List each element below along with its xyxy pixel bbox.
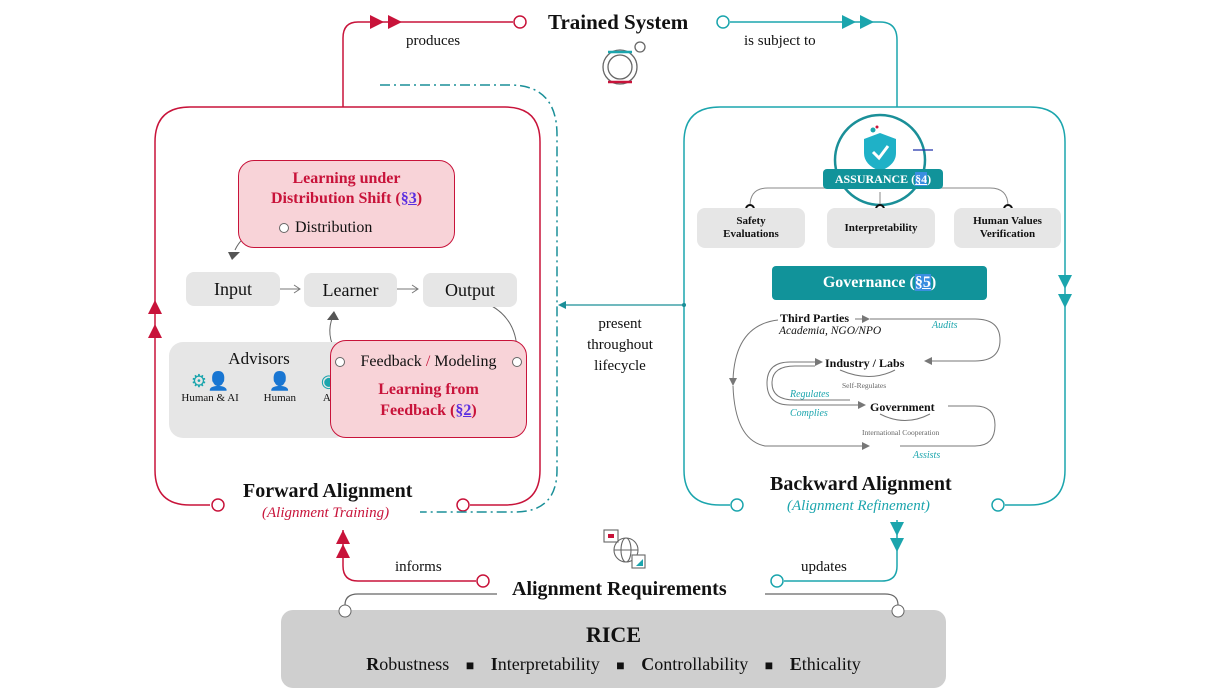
forward-up-arrow-2: [148, 324, 162, 338]
pipeline-learner: Learner: [304, 273, 397, 307]
gov-audits: Audits: [932, 320, 958, 331]
rice-controllability: Controllability: [641, 654, 749, 674]
section-4-link[interactable]: §4: [915, 172, 928, 186]
informs-label: informs: [395, 559, 442, 575]
assurance-item-safety-evaluations: Safety Evaluations: [697, 208, 805, 248]
distribution-shift-title-1: Learning under: [292, 170, 401, 187]
advisors-box: Advisors ⚙︎👤 Human & AI 👤 Human ◉ AI: [169, 342, 349, 438]
pipeline-input: Input: [186, 272, 280, 306]
distribution-shift-title-2: Distribution Shift (: [270, 190, 401, 207]
backward-down-arrow-1: [1058, 275, 1072, 289]
section-5-link[interactable]: §5: [914, 274, 931, 291]
subject-arrow-1: [842, 15, 856, 29]
gov-assists: Assists: [913, 450, 941, 461]
feedback-node: Feedback: [360, 353, 422, 370]
gear-icon: [602, 41, 646, 85]
backward-alignment-title: Backward Alignment: [770, 473, 952, 495]
gov-international-cooperation: International Cooperation: [862, 428, 940, 437]
updates-arrow-1: [890, 522, 904, 536]
rice-bracket: [344, 593, 899, 606]
puzzle-globe-icon: [603, 529, 646, 569]
backward-down-arrow-2: [1058, 294, 1072, 308]
forward-alignment-title: Forward Alignment: [243, 480, 413, 502]
governance-pill: Governance (§5): [772, 266, 987, 300]
updates-node: [770, 574, 784, 588]
rice-robustness: Robustness: [366, 654, 450, 674]
updates-label: updates: [801, 559, 847, 575]
backward-frame-left-node: [730, 498, 744, 512]
gov-self-regulates: Self-Regulates: [842, 381, 887, 390]
gov-industry-labs: Industry / Labs: [825, 356, 905, 370]
produces-arrow-2: [388, 15, 402, 29]
subject-arrow-2: [860, 15, 874, 29]
updates-connector: [784, 520, 898, 582]
gov-complies: Complies: [790, 408, 828, 419]
assurance-item-interpretability: Interpretability: [827, 208, 935, 248]
rice-ethicality: Ethicality: [789, 654, 861, 674]
gov-regulates: Regulates: [790, 389, 830, 400]
backward-frame-right-node: [991, 498, 1005, 512]
informs-node: [476, 574, 490, 588]
subject-connector: [730, 21, 898, 107]
advisor-human-ai: ⚙︎👤 Human & AI: [181, 371, 239, 404]
feedback-modeling-row: Feedback / Modeling: [331, 353, 526, 371]
forward-up-arrow-1: [148, 300, 162, 314]
rice-items: Robustness ■ Interpretability ■ Controll…: [366, 654, 861, 674]
produces-connector: [342, 21, 513, 107]
informs-connector: [342, 530, 476, 582]
feedback-box: Feedback / Modeling Learning from Feedba…: [330, 340, 527, 438]
feedback-title-2: Feedback (: [380, 402, 456, 419]
section-3-link[interactable]: §3: [400, 190, 417, 207]
governance-flow: [729, 315, 1001, 450]
forward-alignment-subtitle: (Alignment Training): [262, 505, 390, 521]
forward-frame: [343, 106, 541, 506]
produces-label: produces: [406, 33, 461, 49]
assurance-pill: ASSURANCE (§4): [823, 169, 943, 189]
lifecycle-dashdot: [380, 84, 558, 513]
subject-node: [716, 15, 730, 29]
informs-arrow-1: [336, 530, 350, 544]
updates-arrow-2: [890, 538, 904, 552]
distribution-node: Distribution: [279, 219, 372, 237]
rice-box: RICE Robustness ■ Interpretability ■ Con…: [281, 610, 946, 688]
feedback-title-1: Learning from: [378, 381, 479, 398]
human-ai-icon: ⚙︎👤: [190, 371, 230, 391]
backward-alignment-subtitle: (Alignment Refinement): [787, 498, 930, 514]
rice-interpretability: Interpretability: [490, 654, 600, 674]
forward-frame-right-node: [456, 498, 470, 512]
forward-frame-left-node: [211, 498, 225, 512]
present-throughout-label: present throughout lifecycle: [587, 316, 653, 374]
section-2-link[interactable]: §2: [455, 402, 472, 419]
assurance-item-human-values-verification: Human Values Verification: [954, 208, 1061, 248]
human-icon: 👤: [268, 371, 292, 391]
informs-arrow-2: [336, 544, 350, 558]
alignment-requirements-title: Alignment Requirements: [512, 578, 727, 600]
gov-third-parties-sub: Academia, NGO/NPO: [779, 325, 882, 337]
rice-title: RICE: [585, 622, 641, 647]
advisor-human: 👤 Human: [263, 371, 297, 404]
pipeline-output: Output: [423, 273, 517, 307]
distribution-shift-box: Learning under Distribution Shift (§3) D…: [238, 160, 455, 248]
present-arrow: [558, 301, 566, 309]
produces-node: [513, 15, 527, 29]
gov-third-parties: Third Parties: [780, 311, 849, 325]
gov-government: Government: [870, 400, 935, 414]
subject-to-label: is subject to: [744, 33, 816, 49]
modeling-node: Modeling: [434, 353, 497, 370]
produces-arrow-1: [370, 15, 384, 29]
shield-check-icon: [864, 125, 896, 171]
trained-system-title: Trained System: [548, 10, 689, 34]
advisors-title: Advisors: [228, 349, 290, 368]
